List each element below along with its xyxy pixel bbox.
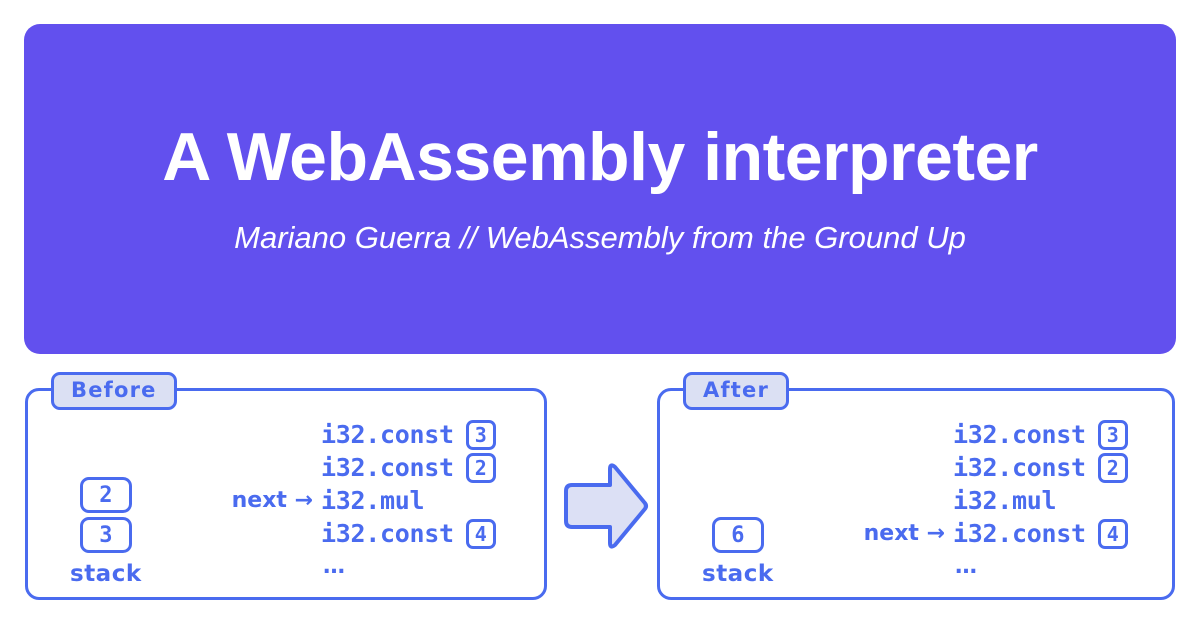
- instruction-name: i32.const: [953, 453, 1086, 482]
- next-marker: next →: [231, 488, 313, 513]
- instruction-name: i32.mul: [321, 486, 425, 515]
- instruction-arg: 3: [465, 419, 496, 450]
- instruction-row-ellipsis: …: [835, 550, 977, 583]
- stack-after: 6 stack: [702, 517, 774, 587]
- title-banner: A WebAssembly interpreter Mariano Guerra…: [24, 24, 1176, 354]
- instruction-name: i32.mul: [953, 486, 1057, 515]
- panel-label-after: After: [683, 372, 790, 410]
- instruction-row: i32.const 4: [203, 517, 496, 550]
- instruction-row: i32.const 2: [203, 451, 496, 484]
- instruction-row: i32.const 2: [835, 451, 1128, 484]
- instruction-row-current: next → i32.mul: [203, 484, 466, 517]
- stack-cell: 3: [79, 517, 132, 553]
- instruction-arg: 3: [1097, 419, 1128, 450]
- ellipsis: …: [955, 553, 977, 579]
- panel-after: After 6 stack i32.const 3 i32.const 2 i3…: [657, 372, 1175, 600]
- before-after-diagram: Before 2 3 stack i32.const 3 i32.const 2…: [0, 360, 1200, 630]
- instruction-list-before: i32.const 3 i32.const 2 next → i32.mul i…: [203, 418, 496, 583]
- instruction-row: i32.const 3: [203, 418, 496, 451]
- next-marker: next →: [863, 521, 945, 546]
- instruction-arg: 2: [1097, 452, 1128, 483]
- instruction-row: i32.mul: [835, 484, 1098, 517]
- stack-cell: 2: [79, 477, 132, 513]
- right-block-arrow-icon: [558, 460, 650, 552]
- stack-caption: stack: [702, 561, 774, 587]
- instruction-name: i32.const: [953, 519, 1086, 548]
- page-title: A WebAssembly interpreter: [162, 119, 1038, 196]
- instruction-row-current: next → i32.const 4: [835, 517, 1128, 550]
- instruction-row-ellipsis: …: [203, 550, 345, 583]
- instruction-arg: 2: [465, 452, 496, 483]
- instruction-name: i32.const: [321, 519, 454, 548]
- instruction-arg: 4: [1097, 518, 1128, 549]
- ellipsis: …: [323, 553, 345, 579]
- instruction-name: i32.const: [953, 420, 1086, 449]
- instruction-row: i32.const 3: [835, 418, 1128, 451]
- instruction-list-after: i32.const 3 i32.const 2 i32.mul next → i…: [835, 418, 1128, 583]
- stack-before: 2 3 stack: [70, 477, 142, 587]
- instruction-arg: 4: [465, 518, 496, 549]
- instruction-arg: [436, 486, 466, 516]
- instruction-name: i32.const: [321, 453, 454, 482]
- panel-before: Before 2 3 stack i32.const 3 i32.const 2…: [25, 372, 547, 600]
- panel-label-before: Before: [51, 372, 177, 410]
- stack-caption: stack: [70, 561, 142, 587]
- instruction-name: i32.const: [321, 420, 454, 449]
- stack-cell: 6: [711, 517, 764, 553]
- page-subtitle: Mariano Guerra // WebAssembly from the G…: [234, 219, 966, 255]
- instruction-arg: [1068, 486, 1098, 516]
